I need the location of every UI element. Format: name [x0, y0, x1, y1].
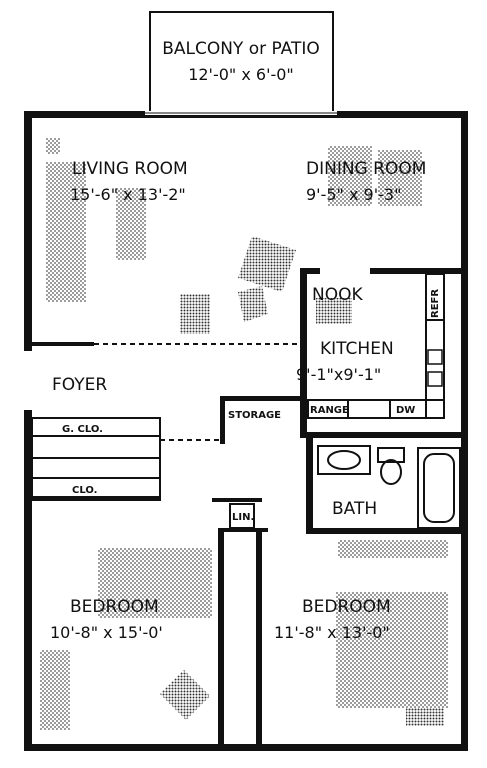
- bedroom-left-label: BEDROOM: [70, 597, 159, 617]
- range-label: RANGE: [310, 405, 349, 416]
- kitchen-walls: [300, 268, 468, 438]
- balcony-outline: [149, 11, 334, 113]
- bedroom-right-dims: 11'-8" x 13'-0": [274, 623, 390, 642]
- living-furniture: [46, 138, 422, 334]
- living-room-label: LIVING ROOM: [72, 159, 188, 179]
- dining-room-label: DINING ROOM: [306, 159, 426, 179]
- bedroom-furniture: [40, 540, 448, 730]
- storage-label: STORAGE: [228, 410, 281, 421]
- bath-label: BATH: [332, 499, 377, 519]
- bedroom-left-dims: 10'-8" x 15'-0': [50, 623, 163, 642]
- balcony-label: BALCONY or PATIO: [162, 39, 320, 59]
- living-room-dims: 15'-6" x 13'-2": [70, 185, 186, 204]
- dining-room-dims: 9'-5" x 9'-3": [306, 185, 401, 204]
- bath-fixtures: [317, 445, 461, 529]
- exterior-walls: [24, 111, 468, 751]
- guest-closet-label: G. CLO.: [62, 424, 103, 435]
- kitchen-label: KITCHEN: [320, 339, 394, 359]
- linen-closet-label: LIN.: [232, 512, 254, 523]
- foyer-label: FOYER: [52, 375, 107, 395]
- interior-walls: [24, 342, 468, 748]
- closet-label: CLO.: [72, 485, 97, 496]
- kitchen-dims: 9'-1"x9'-1": [296, 365, 381, 384]
- balcony-dims: 12'-0" x 6'-0": [188, 65, 294, 84]
- dishwasher-label: DW: [396, 405, 415, 416]
- nook-label: NOOK: [312, 285, 363, 305]
- refrigerator-label: REFR: [430, 289, 441, 318]
- bedroom-right-label: BEDROOM: [302, 597, 391, 617]
